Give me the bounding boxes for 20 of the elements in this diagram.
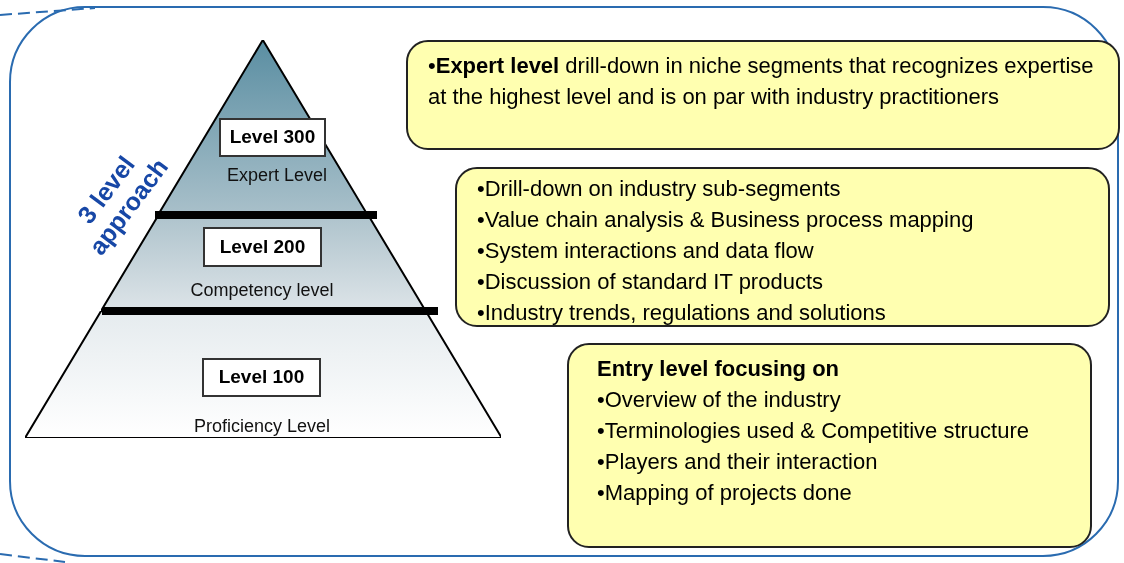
bullet-text: •Mapping of projects done (597, 479, 853, 507)
info-callout (406, 40, 1120, 150)
level-label-box: Level 300 (219, 118, 326, 157)
tier-caption: Competency level (190, 279, 334, 302)
bullet-text: •Industry trends, regulations and solutions (477, 299, 887, 327)
bullet-text: •Drill-down on industry sub-segments (477, 175, 842, 203)
bullet-text: •Value chain analysis & Business process mapping (477, 206, 975, 234)
bullet-text: •Expert level drill-down in niche segments that recognizes expertise at the highest level and is on par with industry practitioners (428, 52, 1095, 111)
tier-caption: Proficiency Level (193, 415, 330, 438)
bullet-text: •System interactions and data flow (477, 237, 815, 265)
info-callout (567, 343, 1092, 548)
bullet-text: •Players and their interaction (597, 448, 879, 476)
tier-caption: Expert Level (226, 164, 327, 187)
bullet-text: •Discussion of standard IT products (477, 268, 825, 296)
bullet-text: •Overview of the industry (597, 386, 842, 414)
level-label-box: Level 200 (203, 227, 322, 267)
bullet-text: •Terminologies used & Competitive structure (597, 417, 1030, 445)
callout-heading: Entry level focusing on (597, 355, 841, 383)
level-label-box: Level 100 (202, 358, 321, 397)
info-callout (455, 167, 1110, 327)
